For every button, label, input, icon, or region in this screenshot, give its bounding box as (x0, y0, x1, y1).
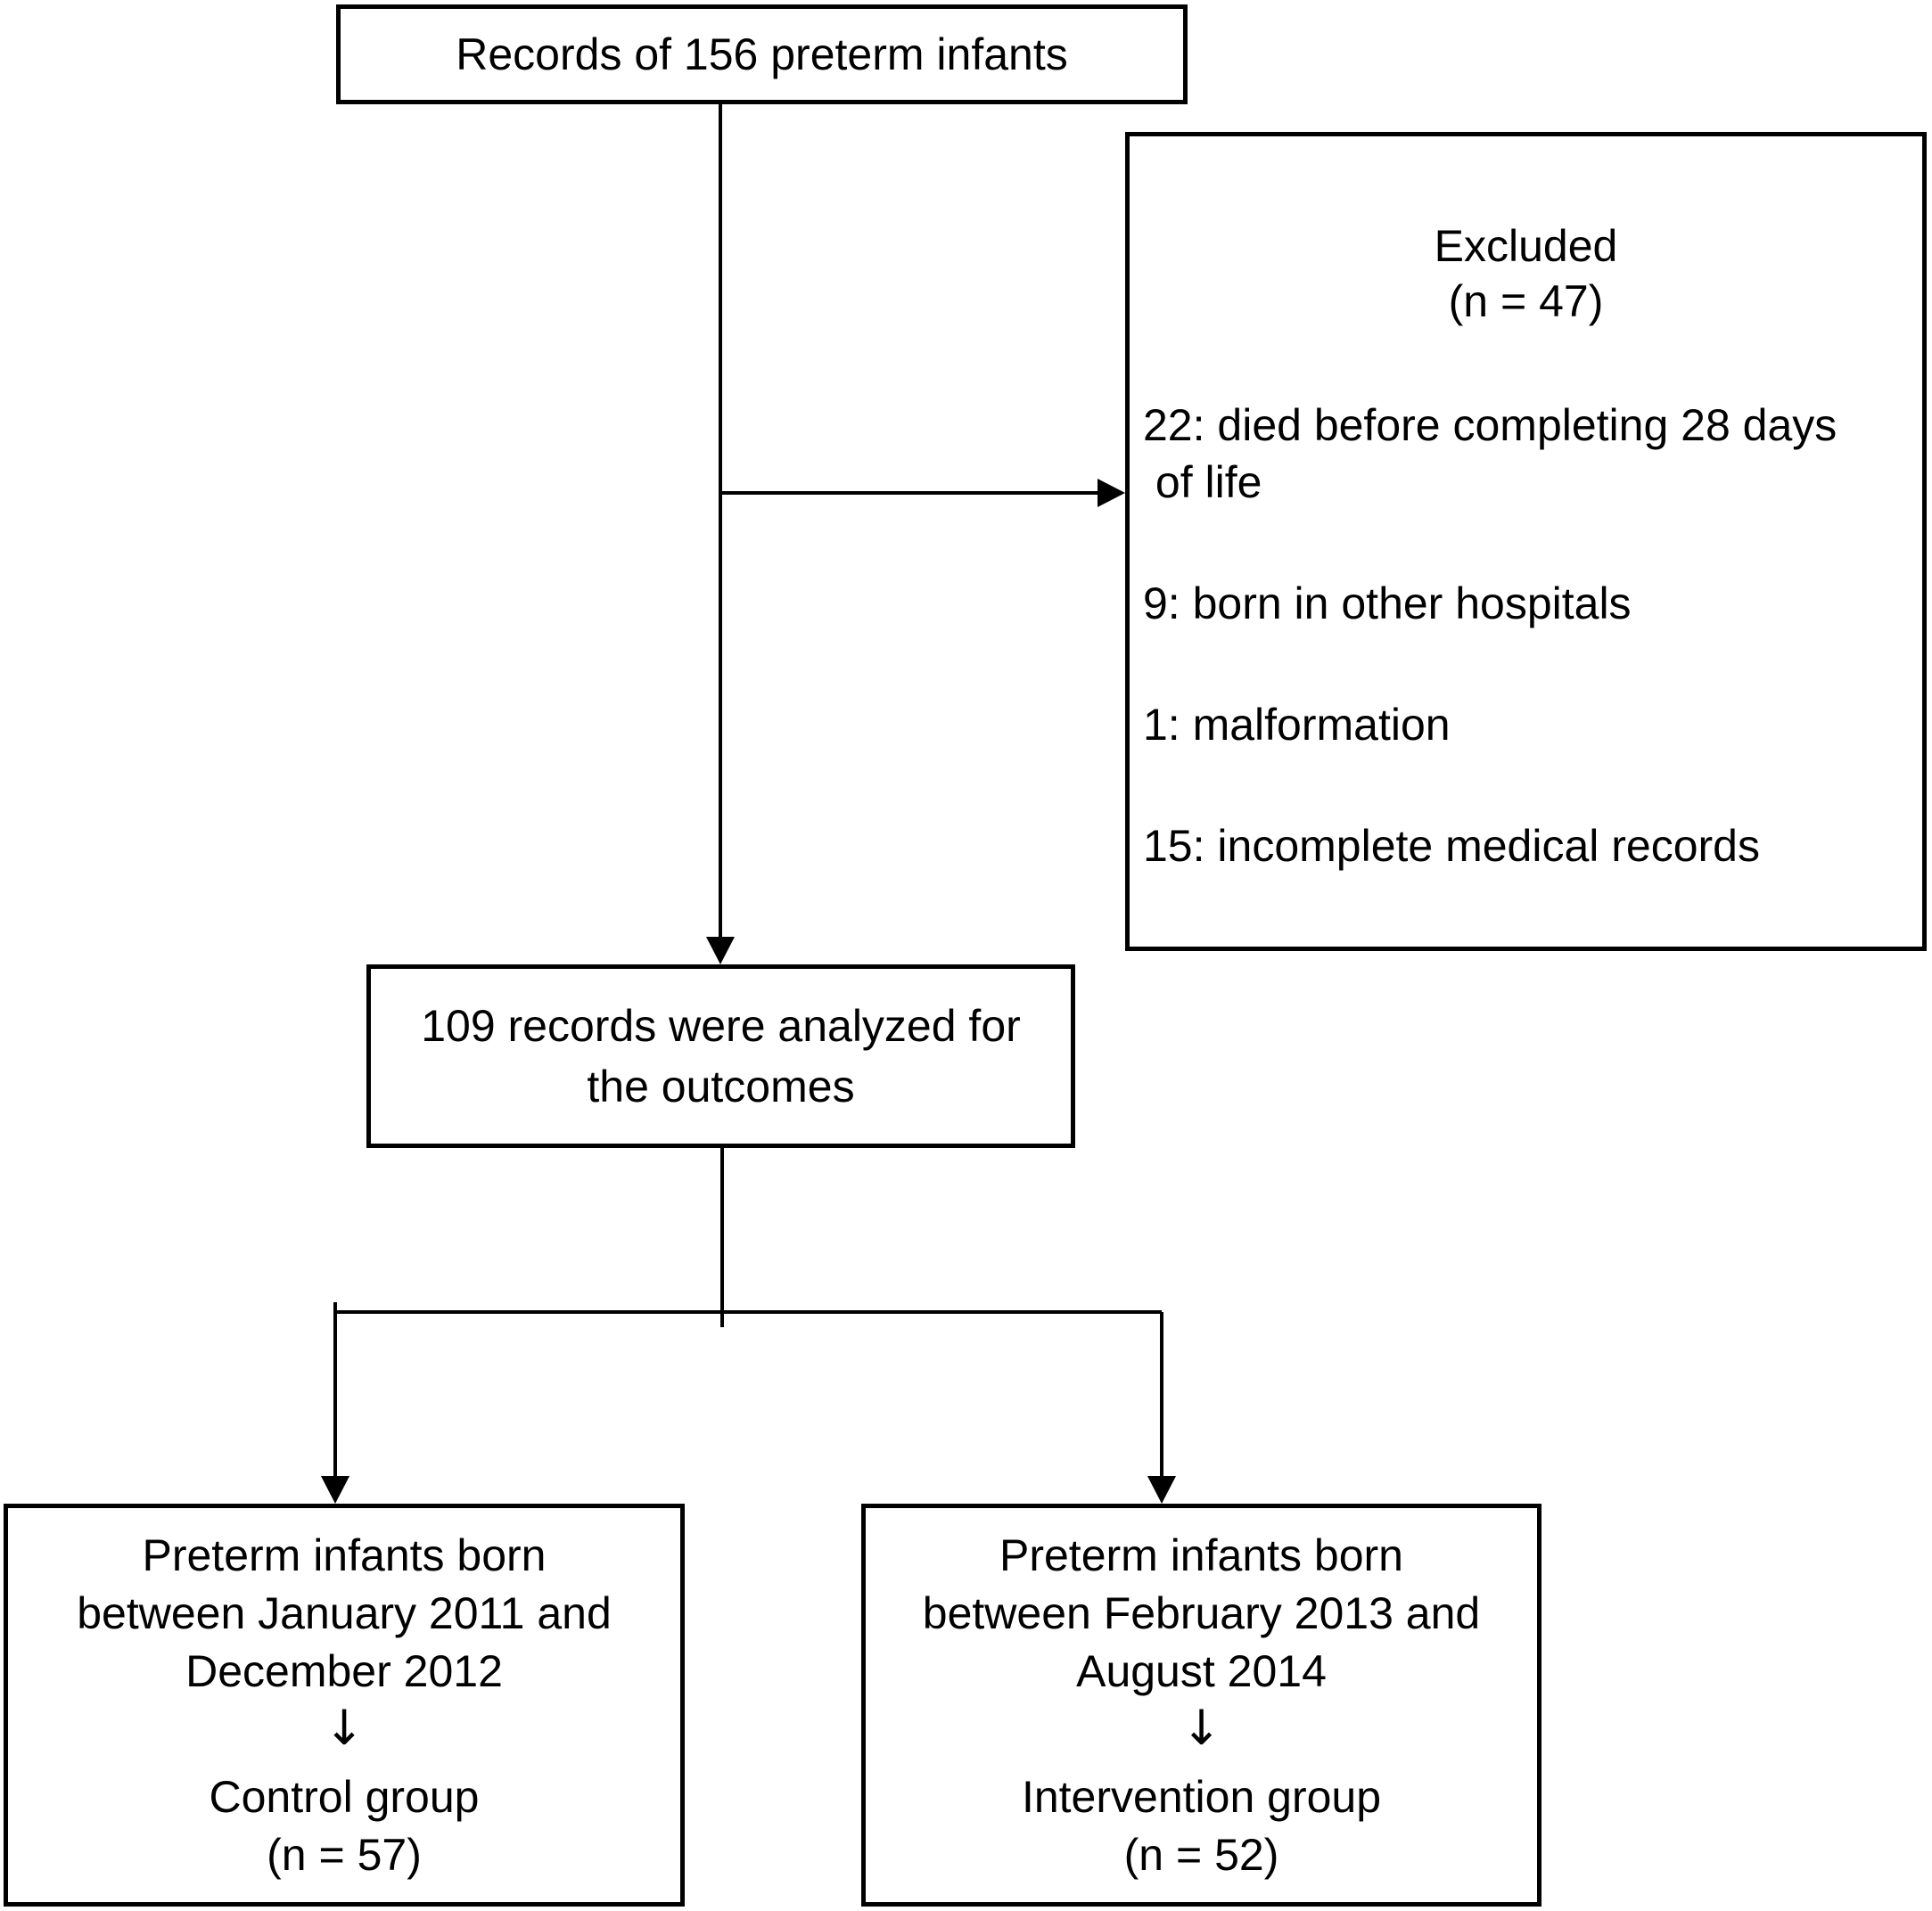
analyzed-text: 109 records were analyzed for the outcom… (421, 1001, 1021, 1111)
excluded-item: 22: died before completing 28 days of li… (1143, 400, 1837, 507)
analyzed-box: 109 records were analyzed for the outcom… (366, 964, 1075, 1148)
excluded-item: 1: malformation (1143, 700, 1451, 750)
excluded-item: 9: born in other hospitals (1143, 578, 1632, 628)
control-period-line3: December 2012 (185, 1645, 503, 1696)
arrowhead-into-intervention-icon (1147, 1476, 1176, 1504)
arrowhead-into-excluded-icon (1098, 479, 1125, 507)
down-arrow-icon: ↓ (324, 1699, 365, 1756)
excluded-items: 22: died before completing 28 days of li… (1143, 397, 1922, 874)
records-box: Records of 156 preterm infants (336, 4, 1188, 104)
intervention-group-count: (n = 52) (1123, 1829, 1279, 1880)
control-group-count: (n = 57) (267, 1829, 422, 1880)
intervention-period-line1: Preterm infants born (999, 1530, 1403, 1580)
control-box: Preterm infants born between January 201… (4, 1504, 685, 1907)
intervention-box: Preterm infants born between February 20… (861, 1504, 1541, 1907)
excluded-title-line1: Excluded (1434, 221, 1618, 271)
arrowhead-into-analyzed-icon (706, 937, 735, 964)
intervention-group-label: Intervention group (1021, 1771, 1382, 1822)
intervention-period-line3: August 2014 (1076, 1645, 1327, 1696)
records-text: Records of 156 preterm infants (456, 29, 1068, 79)
excluded-box: Excluded (n = 47) 22: died before comple… (1125, 132, 1927, 951)
excluded-title: Excluded (n = 47) (1143, 218, 1909, 329)
excluded-title-line2: (n = 47) (1448, 276, 1604, 326)
down-arrow-icon: ↓ (1180, 1699, 1222, 1756)
excluded-item: 15: incomplete medical records (1143, 821, 1760, 871)
intervention-period-line2: between February 2013 and (922, 1587, 1481, 1638)
control-period-line2: between January 2011 and (77, 1587, 612, 1638)
control-group-label: Control group (209, 1771, 480, 1822)
control-period-line1: Preterm infants born (142, 1530, 547, 1580)
arrowhead-into-control-icon (321, 1476, 349, 1504)
